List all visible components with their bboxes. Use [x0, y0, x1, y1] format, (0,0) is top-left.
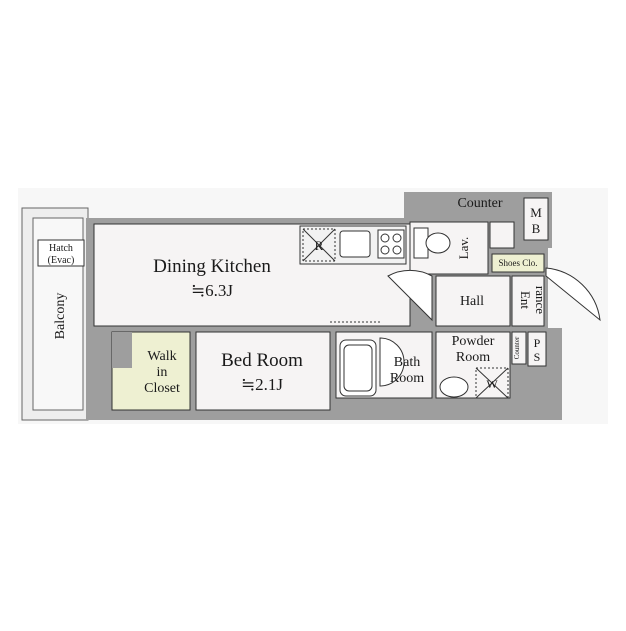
- washer-box: [475, 367, 509, 399]
- counter-small-box: [511, 331, 527, 365]
- bath-door-swing: [379, 337, 405, 387]
- burner-2: [392, 233, 402, 243]
- lavatory-label: Lav.: [456, 237, 471, 260]
- mb-box: [523, 197, 549, 241]
- hatch-label-1: Hatch: [49, 243, 73, 254]
- bath-room-label-2: Room: [390, 371, 424, 386]
- walk-in-closet-label-1: Walk: [147, 349, 176, 364]
- entrance-label-2: rance: [533, 286, 548, 314]
- powder-basin: [439, 376, 469, 398]
- washer-label: W: [486, 377, 498, 391]
- walk-in-closet-label-3: Closet: [144, 381, 180, 396]
- entrance-label-1: Ent: [518, 291, 533, 309]
- entrance-door-swing: [545, 267, 601, 322]
- burner-4: [392, 245, 402, 255]
- hall-label: Hall: [460, 294, 484, 309]
- mb-label-2: B: [532, 221, 541, 236]
- ps-box: [527, 331, 547, 367]
- walk-in-closet-label-2: in: [157, 365, 168, 380]
- hatch-box: [37, 239, 85, 267]
- refrigerator-label: R: [315, 238, 324, 253]
- shoes-closet-box: [491, 253, 545, 273]
- entrance-area: [511, 275, 545, 327]
- counter-top-box: [489, 221, 515, 249]
- bed-room-size: ≒2.1J: [241, 375, 283, 394]
- bed-room-label: Bed Room: [221, 350, 303, 371]
- hall-door-swing: [387, 269, 433, 322]
- counter-small-label: Counter: [513, 336, 521, 359]
- ps-label-2: S: [534, 350, 541, 364]
- hatch-label-2: (Evac): [48, 255, 75, 266]
- burner-3: [380, 245, 390, 255]
- closet-corner: [112, 332, 132, 368]
- kitchen-sink: [339, 230, 371, 258]
- bath-room-label-1: Bath: [394, 355, 420, 370]
- balcony-label: Balcony: [53, 293, 68, 340]
- bathtub: [339, 339, 377, 397]
- dining-kitchen-label: Dining Kitchen: [153, 256, 271, 277]
- cooktop: [377, 229, 405, 259]
- powder-room-label-2: Room: [456, 350, 490, 365]
- refrigerator-box: [302, 228, 336, 262]
- toilet-bowl: [425, 232, 451, 254]
- shoes-closet-label: Shoes Clo.: [498, 258, 537, 268]
- bed-room: [195, 331, 331, 411]
- burner-1: [380, 233, 390, 243]
- hall-room: [435, 275, 511, 327]
- ps-label-1: P: [534, 336, 541, 350]
- bathtub-inner: [343, 344, 373, 392]
- washer-x2: [475, 367, 509, 399]
- counter-top-label: Counter: [457, 196, 502, 211]
- powder-room-label-1: Powder: [452, 334, 495, 349]
- refrigerator-x2: [302, 228, 336, 262]
- mb-label-1: M: [530, 205, 542, 220]
- dining-kitchen-size: ≒6.3J: [191, 281, 233, 300]
